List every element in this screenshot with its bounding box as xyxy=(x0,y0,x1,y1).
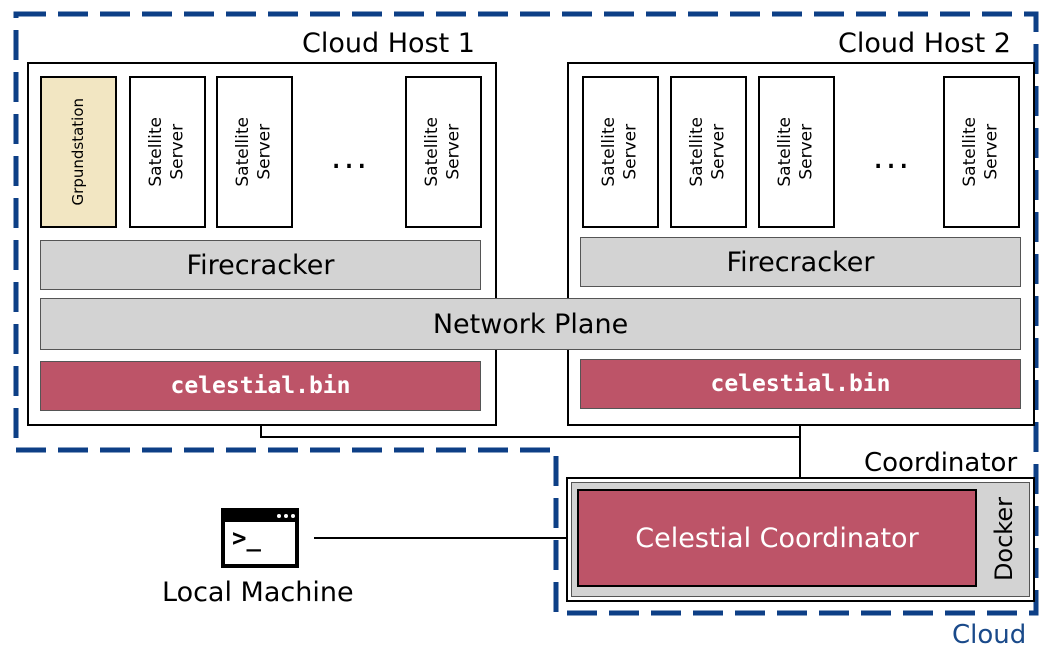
ellipsis: ... xyxy=(330,137,370,177)
docker-label: Docker xyxy=(990,496,1018,582)
groundstation-label: Grpundstation xyxy=(69,98,88,206)
satellite-server-label: Satellite Server xyxy=(422,117,464,187)
satellite-server-vm: Satellite Server xyxy=(758,76,835,228)
groundstation-vm: Grpundstation xyxy=(40,76,117,228)
satellite-server-vm: Satellite Server xyxy=(405,76,482,228)
firecracker-layer-host-2: Firecracker xyxy=(580,237,1021,287)
cloud-host-2-title: Cloud Host 2 xyxy=(838,28,1011,59)
firecracker-layer-host-1: Firecracker xyxy=(40,240,481,290)
local-machine-label: Local Machine xyxy=(162,577,354,608)
satellite-server-label: Satellite Server xyxy=(599,117,641,187)
cloud-host-1-title: Cloud Host 1 xyxy=(302,28,475,59)
terminal-icon xyxy=(221,508,299,568)
satellite-server-vm: Satellite Server xyxy=(943,76,1020,228)
docker-label-wrap: Docker xyxy=(982,489,1026,589)
satellite-server-label: Satellite Server xyxy=(687,117,729,187)
celestial-bin-host-2: celestial.bin xyxy=(580,359,1021,409)
cloud-label: Cloud xyxy=(952,620,1027,650)
satellite-server-label: Satellite Server xyxy=(233,117,275,187)
celestial-coordinator: Celestial Coordinator xyxy=(577,489,977,587)
coordinator-title: Coordinator xyxy=(864,448,1018,478)
host1-link xyxy=(260,426,800,438)
satellite-server-vm: Satellite Server xyxy=(582,76,659,228)
satellite-server-label: Satellite Server xyxy=(960,117,1002,187)
satellite-server-vm: Satellite Server xyxy=(129,76,206,228)
network-plane: Network Plane xyxy=(40,298,1021,350)
satellite-server-vm: Satellite Server xyxy=(216,76,293,228)
ellipsis: ... xyxy=(872,137,912,177)
satellite-server-label: Satellite Server xyxy=(775,117,817,187)
terminal-prompt: >_ xyxy=(232,524,261,552)
satellite-server-vm: Satellite Server xyxy=(670,76,747,228)
satellite-server-label: Satellite Server xyxy=(146,117,188,187)
celestial-bin-host-1: celestial.bin xyxy=(40,361,481,411)
